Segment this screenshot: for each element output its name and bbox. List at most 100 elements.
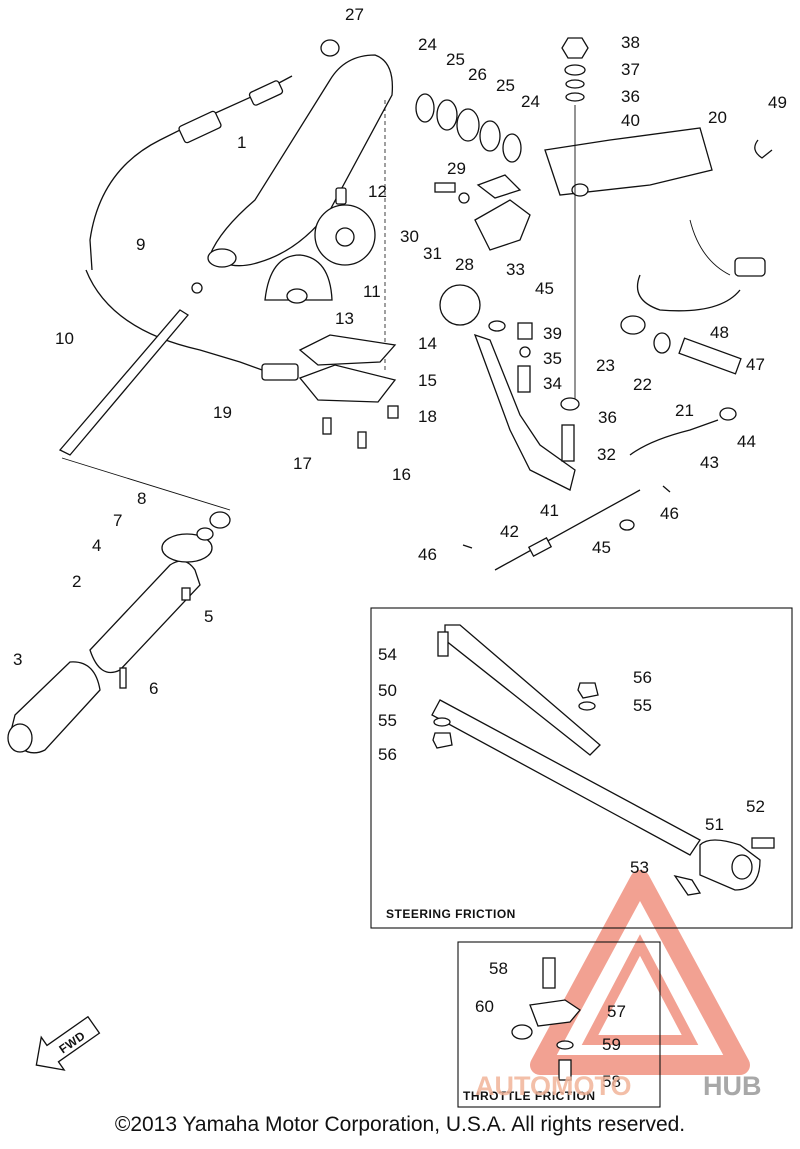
steering-friction-rod (431, 624, 701, 856)
callout-53: 53 (630, 858, 649, 877)
callout-15: 15 (418, 371, 437, 390)
bolt-52 (751, 837, 775, 849)
callout-52: 52 (746, 797, 765, 816)
callout-54: 54 (378, 645, 397, 664)
steering-friction-label: STEERING FRICTION (386, 907, 516, 921)
callout-57: 57 (607, 1002, 626, 1021)
callout-44: 44 (737, 432, 756, 451)
knob-33 (439, 284, 481, 326)
callout-14: 14 (418, 334, 437, 353)
callout-48: 48 (710, 323, 729, 342)
callout-24a: 24 (418, 35, 437, 54)
bolt-58a (542, 957, 556, 989)
callout-47: 47 (746, 355, 765, 374)
washer-60 (511, 1024, 533, 1040)
callout-41: 41 (540, 501, 559, 520)
throttle-cable (85, 75, 299, 381)
callout-42: 42 (500, 522, 519, 541)
screw-18 (387, 405, 399, 419)
callout-2: 2 (72, 572, 81, 591)
callout-12: 12 (368, 182, 387, 201)
callout-34: 34 (543, 374, 562, 393)
callout-13: 13 (335, 309, 354, 328)
rod-43 (629, 419, 719, 456)
lanyard-47 (636, 219, 766, 312)
watermark-text-secondary: HUB (703, 1071, 762, 1101)
callout-59: 59 (602, 1035, 621, 1054)
nut-44 (719, 407, 737, 421)
callout-56a: 56 (633, 668, 652, 687)
callout-18: 18 (418, 407, 437, 426)
callout-33: 33 (506, 260, 525, 279)
nut-36b (560, 397, 580, 411)
washer-22 (653, 332, 671, 354)
callout-labels: 27 24 25 26 25 24 38 37 36 40 20 49 1 12… (13, 5, 787, 1091)
callout-50: 50 (378, 681, 397, 700)
grip-assembly (7, 533, 213, 754)
callout-56b: 56 (378, 745, 397, 764)
link-rod-41 (494, 489, 641, 571)
clip-49 (754, 139, 773, 159)
callout-23: 23 (596, 356, 615, 375)
spring-34 (517, 365, 531, 393)
callout-40: 40 (621, 111, 640, 130)
nut-27 (320, 39, 340, 57)
washer-45a (488, 320, 506, 332)
callout-26: 26 (468, 65, 487, 84)
ball-35 (519, 346, 531, 358)
plate-15 (298, 364, 397, 403)
throttle-friction-box (457, 941, 661, 1108)
joint-42 (527, 537, 553, 557)
copyright-notice: ©2013 Yamaha Motor Corporation, U.S.A. A… (114, 1113, 686, 1136)
callout-43: 43 (700, 453, 719, 472)
callout-46a: 46 (418, 545, 437, 564)
friction-block-51 (699, 839, 761, 891)
washer-31 (458, 192, 470, 204)
callout-3: 3 (13, 650, 22, 669)
washer-45b (619, 519, 635, 531)
shift-lever (473, 333, 576, 491)
clip-46b (662, 485, 671, 493)
wingnut-53 (673, 874, 702, 896)
callout-22: 22 (633, 375, 652, 394)
spacer-39 (517, 322, 533, 340)
bolt-30 (434, 182, 456, 193)
callout-31: 31 (423, 244, 442, 263)
washer-36a (565, 79, 585, 89)
watermark-text-primary: AUTOMOTO (475, 1071, 632, 1101)
gear-11 (314, 204, 376, 266)
spring-8 (209, 511, 231, 529)
callout-55a: 55 (633, 696, 652, 715)
callout-55b: 55 (378, 711, 397, 730)
callout-37: 37 (621, 60, 640, 79)
clip-46a (462, 544, 473, 549)
nut-56a (577, 682, 599, 699)
bolt-54 (437, 631, 449, 657)
callout-58a: 58 (489, 959, 508, 978)
screw-5 (181, 587, 191, 601)
callout-38: 38 (621, 33, 640, 52)
callout-28: 28 (455, 255, 474, 274)
screw-17 (322, 417, 332, 435)
callout-32: 32 (597, 445, 616, 464)
collar-23 (620, 315, 646, 335)
callout-36b: 36 (598, 408, 617, 427)
callout-9: 9 (136, 235, 145, 254)
washer-40 (565, 92, 585, 102)
callout-60: 60 (475, 997, 494, 1016)
callout-29: 29 (447, 159, 466, 178)
stop-switch-20 (544, 127, 713, 197)
callout-11: 11 (363, 282, 381, 301)
callout-4: 4 (92, 536, 101, 555)
bolt-58b (558, 1059, 572, 1081)
washer-59 (556, 1040, 574, 1050)
nut-38 (561, 37, 589, 59)
bracket-28 (474, 199, 531, 251)
callout-51: 51 (705, 815, 724, 834)
fwd-arrow-icon: FWD (35, 1015, 101, 1071)
plate-14 (298, 334, 397, 366)
plate-29 (476, 174, 522, 199)
screw-16 (357, 431, 367, 449)
callout-25b: 25 (496, 76, 515, 95)
callout-19: 19 (213, 403, 232, 422)
